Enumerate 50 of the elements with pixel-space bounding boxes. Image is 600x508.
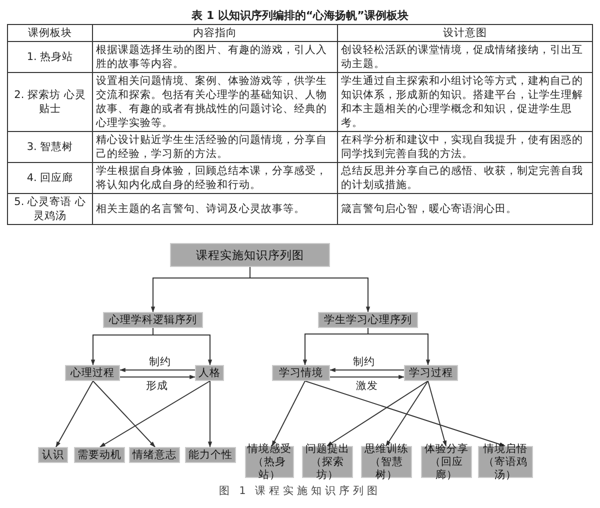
process-box: 学习情境 — [272, 365, 330, 381]
table-cell: 在科学分析和建议中，实现自我提升，使有困惑的同学找到完善自我的方法。 — [338, 132, 592, 162]
header-cell: 设计意图 — [338, 24, 592, 42]
arrow — [368, 328, 430, 366]
process-box: 需要动机 — [74, 447, 125, 463]
process-box: 学习过程 — [404, 365, 458, 381]
header-cell: 内容指向 — [92, 24, 338, 42]
arrow — [92, 380, 156, 448]
process-box: 认识 — [38, 447, 68, 463]
process-box: 心理学科逻辑序列 — [103, 312, 203, 328]
process-box: 人格 — [195, 365, 224, 381]
table-cell: 创设轻松活跃的课堂情境，促成情绪接纳，引出互动主题。 — [338, 42, 592, 72]
table-cell: 精心设计贴近学生生活经验的问题情境，分享自己的经验，学习新的方法。 — [92, 132, 338, 162]
arrow — [326, 380, 428, 446]
arrow — [56, 380, 94, 448]
edge-label: 制约 — [148, 356, 172, 368]
arrow — [119, 368, 196, 372]
arrow — [272, 380, 306, 447]
table-cell: 总结反思并分享自己的感悟、收获，制定完善自我的计划或措施。 — [338, 162, 592, 194]
process-box: 情绪意志 — [129, 447, 180, 463]
table-cell: 学生根据自身体验，回顾总结本课，分享感受，将认知内化成自身的经验和行动。 — [92, 162, 338, 194]
table-cell: 4. 回应廊 — [8, 162, 92, 194]
arrow — [208, 380, 212, 448]
table-cell: 根据课题选择生动的图片、有趣的游戏，引人入胜的故事等内容。 — [92, 42, 338, 72]
edge-label: 激发 — [355, 380, 379, 392]
arrow — [329, 368, 404, 372]
process-box: 学生学习心理序列 — [318, 312, 418, 328]
process-box: 课程实施知识序列图 — [170, 243, 330, 267]
process-box: 能力个性 — [185, 447, 236, 463]
header-cell: 课例板块 — [8, 24, 92, 42]
arrow — [250, 266, 370, 313]
table-cell: 相关主题的名言警句、诗词及心灵故事等。 — [92, 194, 338, 224]
edge-label: 制约 — [352, 356, 376, 368]
table-cell: 3. 智慧树 — [8, 132, 92, 162]
table-cell: 5. 心灵寄语 心灵鸡汤 — [8, 194, 92, 224]
arrow — [120, 374, 196, 380]
table-cell: 学生通过自主探索和小组讨论等方式，建构自己的知识体系，形成新的知识。搭建平台，让学生理解和本主题相关的心理学概念和知识，促进学生思考。 — [338, 72, 592, 132]
table-cell: 1. 热身站 — [8, 42, 92, 72]
arrow — [99, 380, 210, 448]
arrow — [330, 374, 405, 380]
arrow — [428, 380, 447, 447]
table-title: 表 1 以知识序列编排的“心海扬帆”课例板块 — [190, 8, 410, 23]
table-cell: 设置相关问题情境、案例、体验游戏等，供学生交流和探索。包括有关心理学的基础知识、人物故事、有趣的或者有挑战性的问题讨论、经典的心理学实验等。 — [92, 72, 338, 132]
edge-label: 形成 — [145, 380, 169, 392]
figure-caption: 图 1 课程实施知识序列图 — [218, 484, 382, 498]
arrow — [386, 380, 428, 446]
table-cell: 2. 探索坊 心灵贴士 — [8, 72, 92, 132]
table-cell: 箴言警句启心智，暖心寄语润心田。 — [338, 194, 592, 224]
process-box: 心理过程 — [65, 365, 120, 381]
arrow — [304, 380, 506, 446]
